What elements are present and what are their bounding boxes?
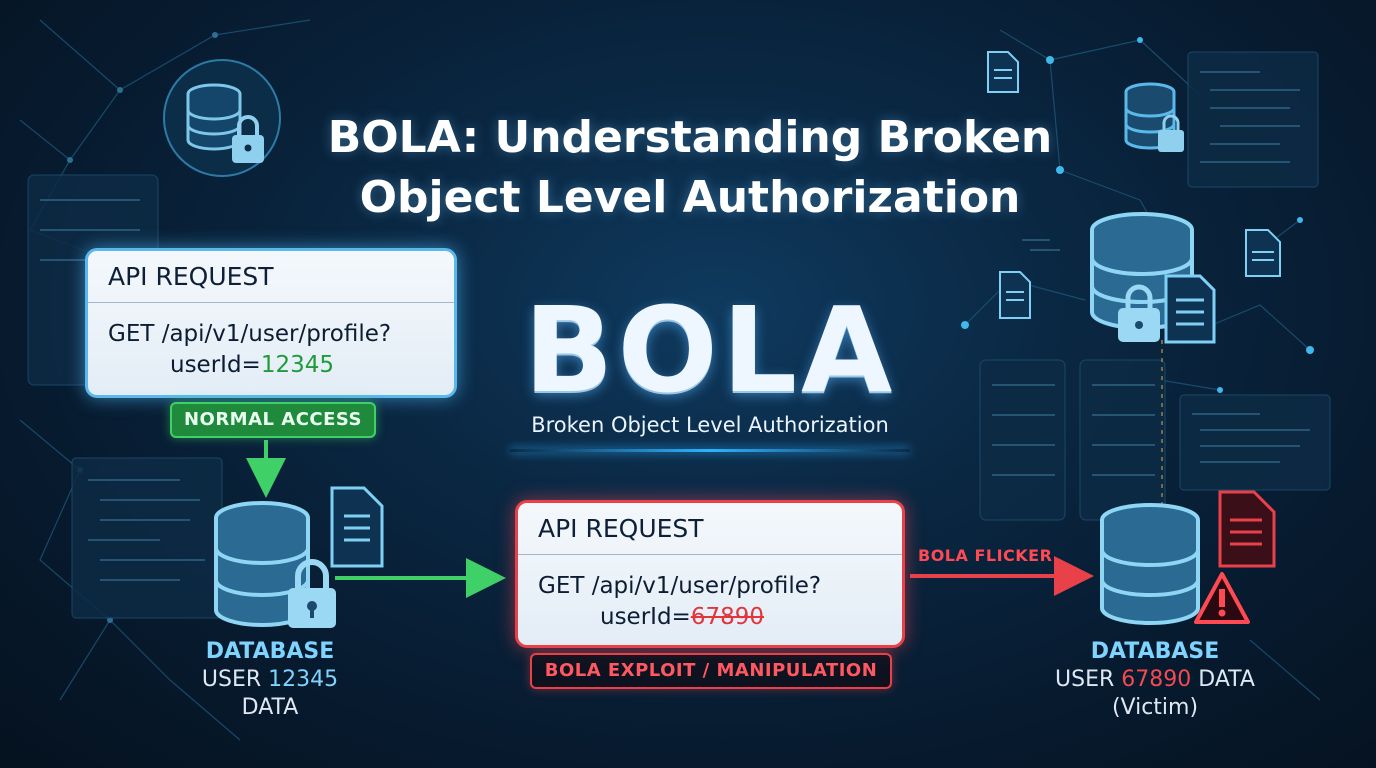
database-own-user-prefix: USER [201, 667, 269, 692]
database-victim-label: DATABASE USER 67890 DATA (Victim) [1030, 638, 1280, 722]
exploit-request-card: API REQUEST GET /api/v1/user/profile? us… [515, 500, 905, 648]
normal-request-header: API REQUEST [88, 251, 454, 303]
database-own-title: DATABASE [205, 639, 335, 664]
exploit-tag: BOLA EXPLOIT / MANIPULATION [530, 653, 892, 689]
bola-logo-subtitle: Broken Object Level Authorization [531, 413, 889, 437]
database-own-label: DATABASE USER 12345 DATA [170, 638, 370, 722]
database-own-user: USER 12345 [170, 666, 370, 694]
lock-icon-own [288, 559, 336, 628]
normal-access-tag: NORMAL ACCESS [170, 402, 376, 438]
normal-param-value: 12345 [260, 352, 334, 378]
exploit-request-header: API REQUEST [518, 503, 902, 555]
title-line-2: Object Level Authorization [359, 172, 1021, 223]
normal-request-path: GET /api/v1/user/profile? [108, 321, 392, 347]
exploit-request-param: userId=67890 [518, 601, 902, 633]
bola-flicker-label: BOLA FLICKER [918, 546, 1053, 565]
exploit-request-path: GET /api/v1/user/profile? [538, 573, 822, 599]
database-victim-user-suffix: DATA [1191, 667, 1255, 692]
exploit-param-value: 67890 [690, 604, 764, 630]
database-victim-title: DATABASE [1090, 639, 1220, 664]
page-title: BOLA: Understanding Broken Object Level … [200, 108, 1180, 228]
normal-request-card: API REQUEST GET /api/v1/user/profile? us… [85, 248, 457, 398]
warning-icon [1194, 572, 1250, 624]
database-own-user-id: 12345 [268, 667, 339, 692]
normal-param-key: userId= [170, 352, 261, 378]
document-icon-victim [1218, 490, 1276, 568]
database-victim-user: USER 67890 DATA [1030, 666, 1280, 694]
normal-request-param: userId=12345 [88, 349, 454, 381]
database-victim-user-id: 67890 [1121, 667, 1192, 692]
title-line-1: BOLA: Understanding Broken [327, 112, 1053, 163]
exploit-param-key: userId= [600, 604, 691, 630]
database-own-suffix: DATA [241, 695, 299, 720]
bola-logo: BOLA [523, 281, 897, 419]
logo-underline [510, 449, 910, 452]
database-victim-note: (Victim) [1111, 695, 1199, 720]
database-victim-user-prefix: USER [1055, 667, 1122, 692]
